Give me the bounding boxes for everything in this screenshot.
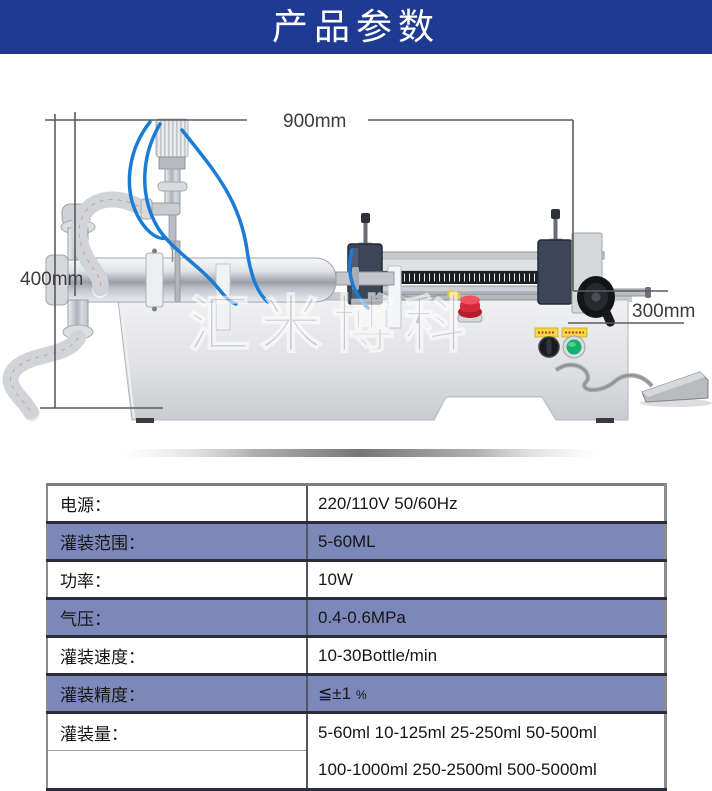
spec-label: 电源： [47, 484, 308, 524]
emergency-stop-button [457, 295, 483, 323]
product-figure: 汇米博科 900mm 400mm 300mm [0, 54, 712, 475]
control-buttons [534, 327, 588, 359]
power-knob [538, 336, 560, 358]
spec-value: 10-30Bottle/min [307, 636, 666, 676]
spec-value: 10W [307, 560, 666, 600]
foot-pedal [554, 362, 712, 407]
table-row: 灌装精度： ≦±1% [47, 674, 666, 714]
spec-label: 灌装精度： [47, 674, 308, 714]
floor-shadow [98, 449, 622, 457]
watermark: 汇米博科 [188, 291, 476, 360]
table-row: 灌装量： 5-60ml 10-125ml 25-250ml 50-500ml 1… [47, 712, 666, 791]
spec-value: 0.4-0.6MPa [307, 598, 666, 638]
table-row: 功率： 10W [47, 560, 666, 600]
spec-value: ≦±1% [307, 674, 666, 714]
spec-value-line1: 5-60ml 10-125ml 25-250ml 50-500ml [318, 723, 597, 742]
percent-suffix: % [356, 687, 367, 702]
dimension-lines [40, 112, 684, 409]
table-row: 电源： 220/110V 50/60Hz [47, 484, 666, 524]
spec-label: 灌装量： [47, 712, 308, 791]
empty-cell [48, 751, 306, 788]
dimension-label-height: 400mm [20, 269, 83, 290]
spec-label: 气压： [47, 598, 308, 638]
dimension-label-depth: 300mm [632, 301, 695, 322]
spec-value: 5-60ML [307, 522, 666, 562]
table-row: 灌装速度： 10-30Bottle/min [47, 636, 666, 676]
header-banner: 产品参数 [0, 0, 712, 54]
spec-label: 功率： [47, 560, 308, 600]
dimension-label-width: 900mm [283, 111, 346, 132]
page-title: 产品参数 [271, 7, 440, 47]
suction-hose [2, 191, 146, 422]
spec-value-line2: 100-1000ml 250-2500ml 500-5000ml [318, 760, 597, 779]
machine-photo: 汇米博科 900mm 400mm 300mm [2, 111, 712, 457]
start-button [562, 335, 586, 359]
spec-label: 灌装范围： [47, 522, 308, 562]
spec-value: 220/110V 50/60Hz [307, 484, 666, 524]
table-row: 灌装范围： 5-60ML [47, 522, 666, 562]
handwheel [577, 276, 651, 327]
spec-table: 电源： 220/110V 50/60Hz 灌装范围： 5-60ML 功率： 10… [46, 483, 667, 791]
table-row: 气压： 0.4-0.6MPa [47, 598, 666, 638]
spec-label: 灌装速度： [47, 636, 308, 676]
spec-value: 5-60ml 10-125ml 25-250ml 50-500ml 100-10… [307, 712, 666, 791]
air-tubes [127, 120, 370, 310]
